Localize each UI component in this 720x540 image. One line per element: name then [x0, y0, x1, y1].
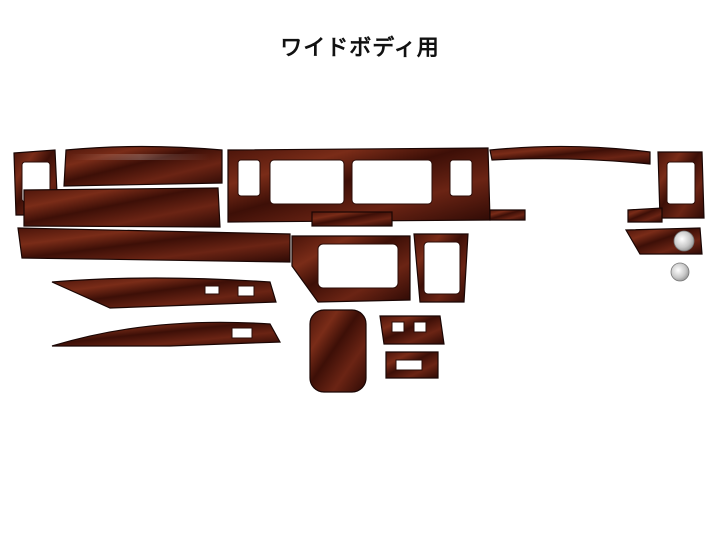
page-title: ワイドボディ用 — [280, 36, 440, 61]
lower-long-panel — [17, 227, 291, 263]
console-lid-panel — [309, 309, 367, 393]
dash-lower-strip — [489, 209, 526, 221]
dash-top-strip — [489, 145, 651, 165]
middle-left-panel — [23, 187, 221, 228]
center-console-panel — [291, 235, 411, 303]
switch-bezel-small-2 — [385, 351, 439, 379]
switch-bezel-small-1 — [379, 315, 445, 345]
shift-gate-panel — [413, 233, 469, 303]
switch-panel-small — [624, 227, 703, 282]
door-switch-panel-lower — [51, 321, 281, 347]
right-vent-bezel — [627, 151, 705, 223]
center-cluster-bezel — [227, 147, 491, 227]
door-switch-panel-upper — [51, 277, 277, 309]
upper-left-panel — [63, 145, 223, 187]
